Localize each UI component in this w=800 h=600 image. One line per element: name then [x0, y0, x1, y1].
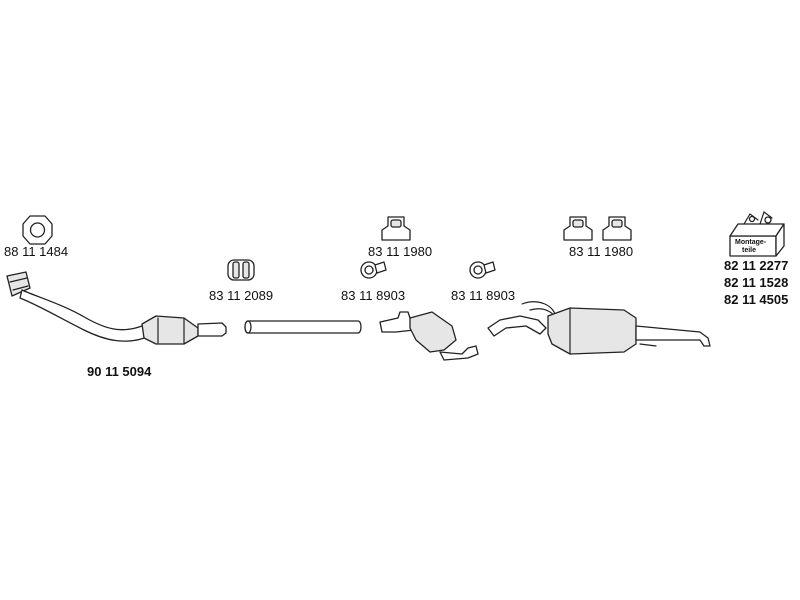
kit-part-number-3: 82 11 4505	[724, 292, 788, 307]
mounting-kit-box-icon: Montage- teile	[729, 211, 785, 257]
ring-clamp-icon	[360, 261, 387, 279]
rear-silencer	[487, 301, 711, 355]
ring-clamp-rear-part-number: 83 11 8903	[451, 288, 515, 303]
kit-part-number-2: 82 11 1528	[724, 275, 788, 290]
kit-part-number-1: 82 11 2277	[724, 258, 788, 273]
front-pipe-part-number: 90 11 5094	[87, 364, 152, 379]
kit-box-label-line1: Montage-	[735, 239, 767, 246]
clamp-icon	[227, 259, 255, 281]
gasket-icon	[22, 215, 53, 245]
clamp-part-number: 83 11 2089	[209, 288, 273, 303]
hanger-icon	[381, 216, 411, 241]
ring-clamp-icon	[469, 261, 496, 279]
kit-box-label-line2: teile	[742, 247, 756, 254]
middle-pipe	[244, 320, 362, 334]
ring-clamp-middle-part-number: 83 11 8903	[341, 288, 405, 303]
gasket-part-number: 88 11 1484	[4, 244, 68, 259]
middle-silencer	[379, 311, 479, 361]
front-pipe-catalytic-converter	[6, 271, 227, 345]
hanger-icon	[602, 216, 632, 241]
hanger-middle-part-number: 83 11 1980	[368, 244, 432, 259]
hanger-rear-part-number: 83 11 1980	[569, 244, 633, 259]
hanger-icon	[563, 216, 593, 241]
